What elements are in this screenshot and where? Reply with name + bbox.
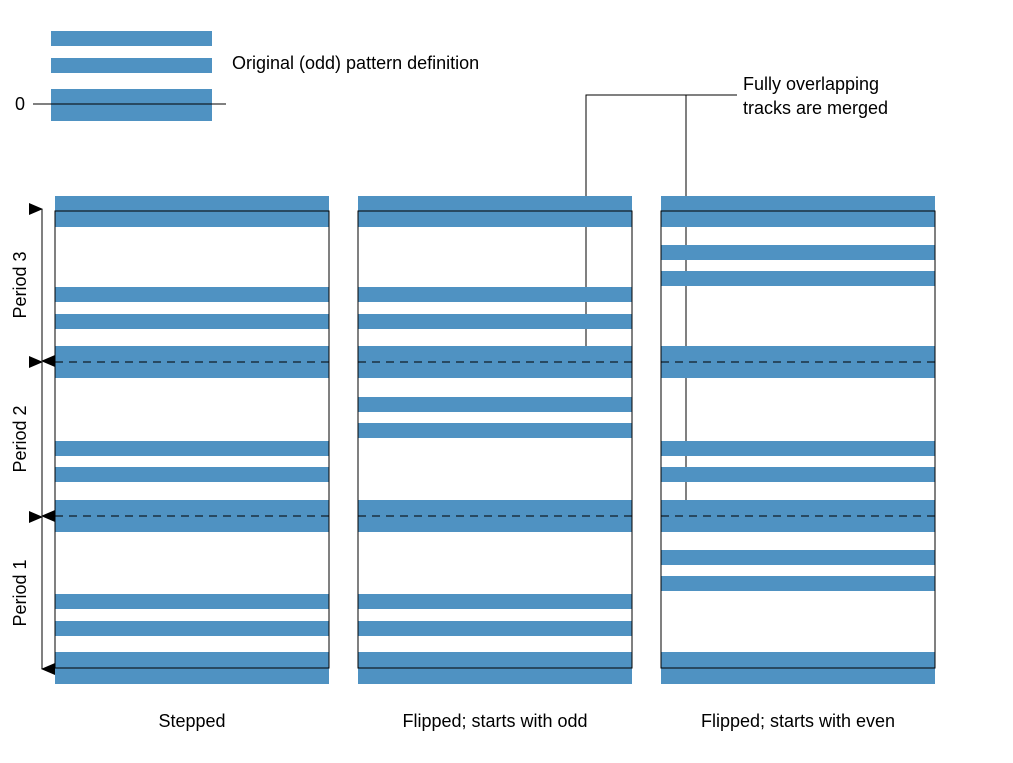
annotation: Fully overlapping tracks are merged [585, 74, 888, 515]
track [358, 346, 632, 378]
track [661, 245, 935, 260]
period-3-label: Period 3 [10, 251, 30, 318]
track [55, 441, 329, 456]
period-box [54, 210, 330, 669]
track [661, 500, 935, 532]
period-box [357, 210, 633, 669]
track [661, 346, 935, 378]
column-label-flipped-even: Flipped; starts with even [701, 711, 895, 731]
track [358, 314, 632, 329]
track [55, 346, 329, 378]
legend-label: Original (odd) pattern definition [232, 53, 479, 73]
track [55, 621, 329, 636]
track [55, 314, 329, 329]
track [55, 287, 329, 302]
period-indicators: Period 1 Period 2 Period 3 [10, 203, 55, 675]
track [661, 467, 935, 482]
track [358, 397, 632, 412]
track [661, 576, 935, 591]
track [55, 467, 329, 482]
legend-track [51, 89, 212, 121]
legend-zero-label: 0 [15, 94, 25, 114]
legend-track [51, 58, 212, 73]
track [358, 594, 632, 609]
track [661, 550, 935, 565]
annotation-leader-left [585, 94, 737, 361]
column-label-flipped-odd: Flipped; starts with odd [402, 711, 587, 731]
column-stepped: Stepped [54, 196, 330, 731]
track [55, 594, 329, 609]
track [358, 621, 632, 636]
column-flipped-even: Flipped; starts with even [660, 196, 936, 731]
track [358, 423, 632, 438]
period-box [660, 210, 936, 669]
column-label-stepped: Stepped [158, 711, 225, 731]
track [358, 287, 632, 302]
track [55, 500, 329, 532]
track [661, 271, 935, 286]
legend-track [51, 31, 212, 46]
track [661, 441, 935, 456]
column-flipped-odd: Flipped; starts with odd [357, 196, 633, 731]
legend: 0 Original (odd) pattern definition [15, 31, 479, 121]
track [358, 500, 632, 532]
period-2-label: Period 2 [10, 405, 30, 472]
period-1-label: Period 1 [10, 559, 30, 626]
annotation-line-1: Fully overlapping [743, 74, 879, 94]
annotation-line-2: tracks are merged [743, 98, 888, 118]
